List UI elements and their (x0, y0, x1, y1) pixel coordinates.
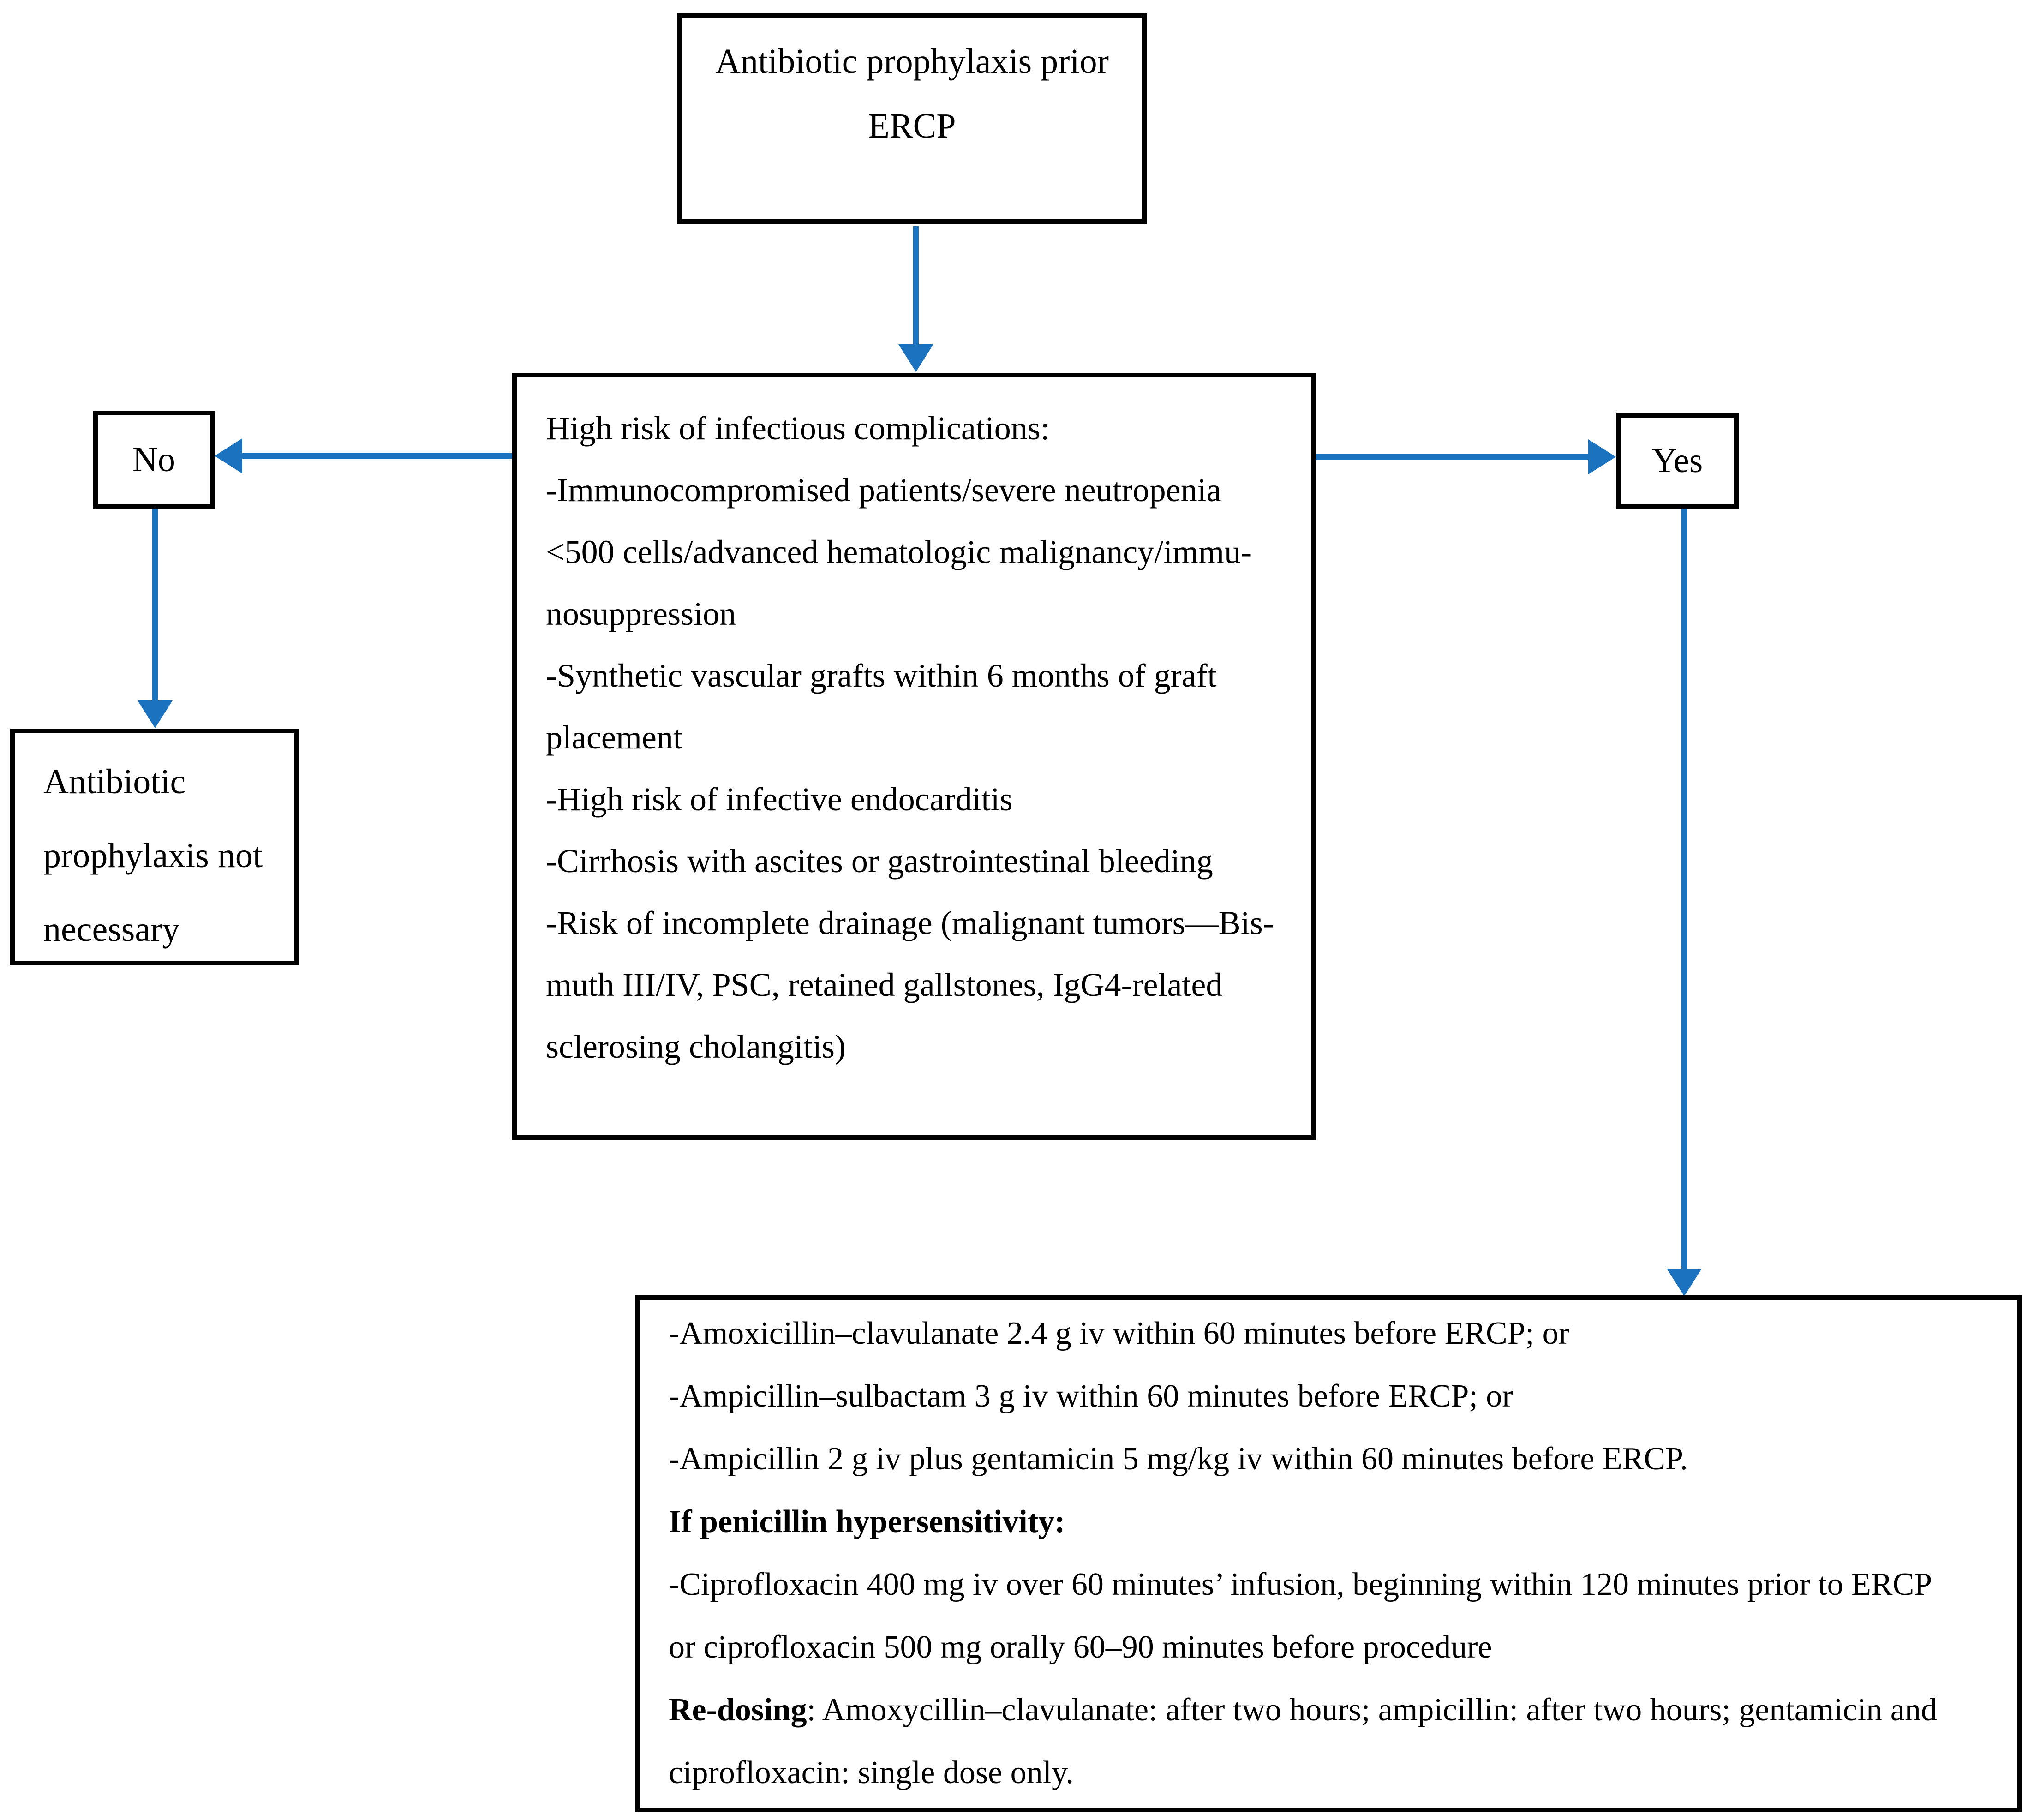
node-no: No (93, 411, 215, 509)
node-yes-outcome-regimens: -Amoxicillin–clavulanate 2.4 g iv within… (635, 1295, 2022, 1812)
arrow-yes-to-outcome-line (1681, 509, 1687, 1270)
arrow-start-to-decision-line (913, 226, 919, 345)
node-no-label: No (132, 440, 175, 479)
decision-line: -Risk of incomplete drainage (malignant … (546, 904, 1274, 941)
no-outcome-line: Antibiotic (43, 762, 186, 801)
no-outcome-line: prophylaxis not (43, 836, 263, 875)
arrow-start-to-decision-head-icon (898, 344, 933, 372)
yes-outcome-line2: -Ampicillin–sulbactam 3 g iv within 60 m… (669, 1378, 1513, 1414)
decision-line: sclerosing cholangitis) (546, 1028, 846, 1065)
yes-outcome-redosing-label: Re-dosing (669, 1692, 807, 1728)
decision-line: -Immunocompromised patients/severe neutr… (546, 472, 1221, 509)
arrow-no-to-outcome-head-icon (138, 700, 173, 728)
yes-outcome-line5: -Ciprofloxacin 400 mg iv over 60 minutes… (669, 1567, 1932, 1602)
yes-outcome-redosing-line: Re-dosing: Amoxycillin–clavulanate: afte… (669, 1679, 2005, 1742)
yes-outcome-line6: or ciprofloxacin 500 mg orally 60–90 min… (669, 1629, 1492, 1665)
node-yes: Yes (1616, 413, 1739, 509)
decision-line: -Cirrhosis with ascites or gastrointesti… (546, 843, 1213, 880)
node-start: Antibiotic prophylaxis prior ERCP (677, 13, 1147, 224)
node-no-outcome: Antibiotic prophylaxis not necessary (10, 729, 299, 965)
yes-outcome-line8: ciprofloxacin: single dose only. (669, 1755, 1074, 1790)
decision-line: muth III/IV, PSC, retained gallstones, I… (546, 966, 1223, 1003)
decision-line: -Synthetic vascular grafts within 6 mont… (546, 657, 1217, 694)
decision-line: placement (546, 719, 682, 756)
arrow-yes-to-outcome-head-icon (1667, 1269, 1702, 1296)
decision-line: -High risk of infective endocarditis (546, 781, 1013, 818)
yes-outcome-hypersensitivity-heading: If penicillin hypersensitivity: (669, 1504, 1065, 1539)
node-yes-label: Yes (1651, 441, 1703, 480)
arrow-decision-to-no-line (233, 453, 512, 459)
no-outcome-line: necessary (43, 910, 180, 949)
node-decision-high-risk: High risk of infectious complications: -… (512, 373, 1316, 1140)
node-start-line1: Antibiotic prophylaxis prior (715, 42, 1109, 81)
node-start-line2: ERCP (868, 107, 956, 145)
yes-outcome-line1: -Amoxicillin–clavulanate 2.4 g iv within… (669, 1316, 1569, 1351)
yes-outcome-line3: -Ampicillin 2 g iv plus gentamicin 5 mg/… (669, 1441, 1688, 1477)
arrow-decision-to-no-head-icon (215, 438, 242, 473)
yes-outcome-redosing-rest: : Amoxycillin–clavulanate: after two hou… (807, 1692, 1937, 1728)
decision-line: High risk of infectious complications: (546, 410, 1050, 447)
decision-line: <500 cells/advanced hematologic malignan… (546, 533, 1252, 570)
arrow-decision-to-yes-head-icon (1588, 439, 1616, 474)
arrow-decision-to-yes-line (1316, 454, 1591, 460)
arrow-no-to-outcome-line (152, 509, 158, 702)
decision-line: nosuppression (546, 595, 736, 632)
